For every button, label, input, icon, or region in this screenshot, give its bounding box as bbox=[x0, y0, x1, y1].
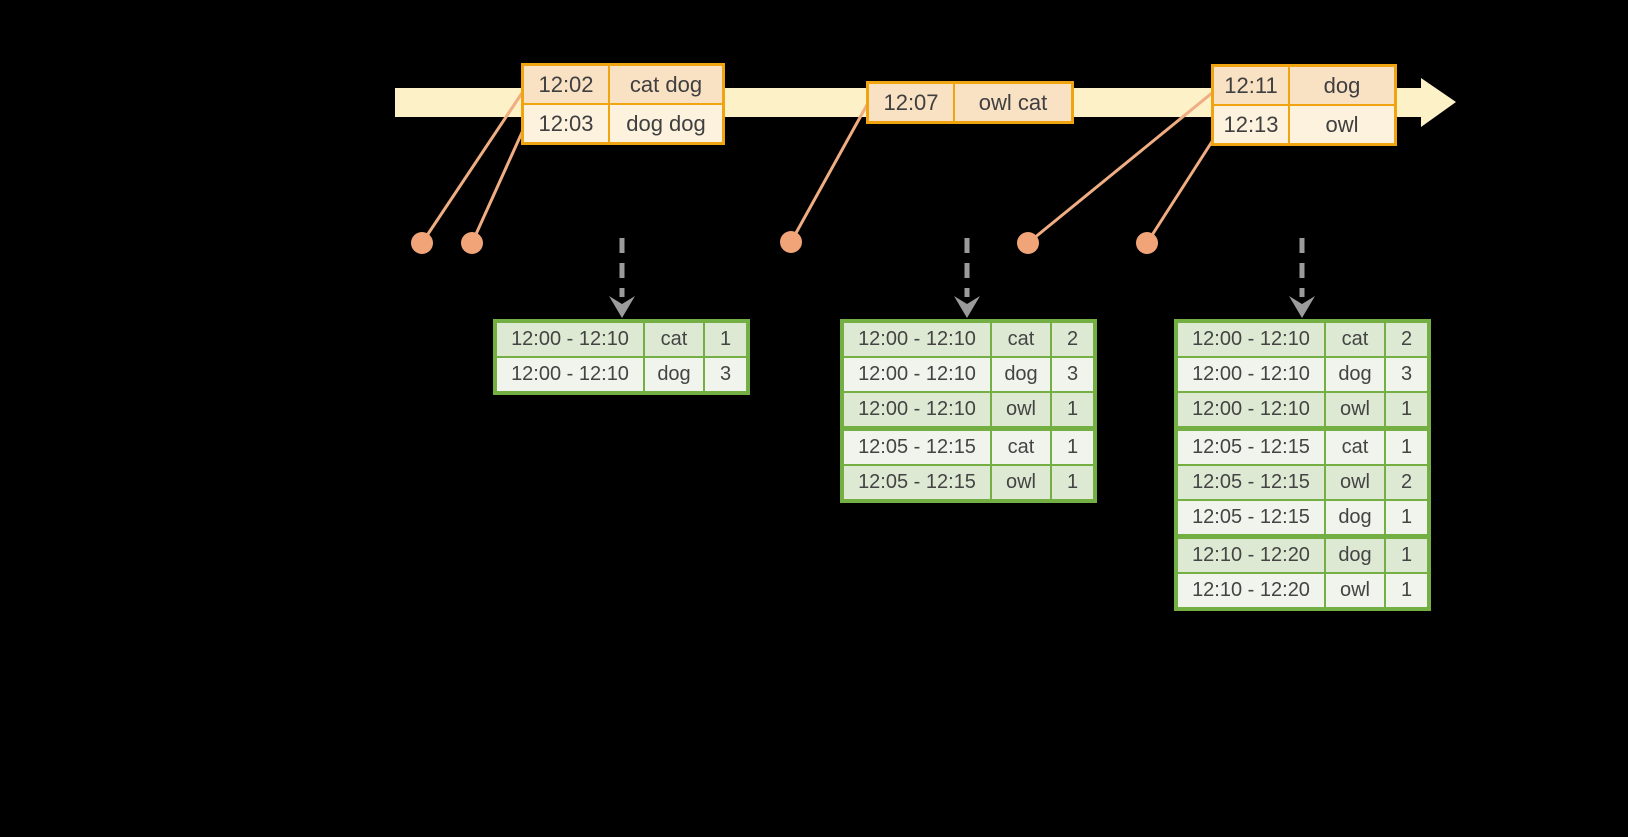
result-row: 12:00 - 12:10 dog 3 bbox=[497, 356, 746, 391]
result-table-1: 12:00 - 12:10 cat 1 12:00 - 12:10 dog 3 bbox=[493, 319, 750, 395]
result-row: 12:05 - 12:15 cat 1 bbox=[1178, 426, 1427, 464]
word-cell: dog bbox=[1324, 501, 1384, 534]
count-cell: 3 bbox=[1384, 358, 1427, 391]
event-connector-line bbox=[1145, 139, 1215, 244]
window-cell: 12:10 - 12:20 bbox=[1178, 574, 1324, 607]
event-connector-line bbox=[420, 89, 526, 244]
count-cell: 1 bbox=[1384, 501, 1427, 534]
event-time-cell: 12:13 bbox=[1214, 106, 1288, 143]
event-row: 12:03 dog dog bbox=[524, 103, 722, 142]
event-table-1: 12:02 cat dog 12:03 dog dog bbox=[521, 63, 725, 145]
word-cell: owl bbox=[1324, 574, 1384, 607]
window-cell: 12:00 - 12:10 bbox=[497, 358, 643, 391]
event-time-cell: 12:02 bbox=[524, 66, 608, 103]
event-connector-line bbox=[789, 102, 870, 243]
result-row: 12:05 - 12:15 dog 1 bbox=[1178, 499, 1427, 534]
count-cell: 1 bbox=[1384, 574, 1427, 607]
event-dot-icon bbox=[411, 232, 433, 254]
result-row: 12:00 - 12:10 cat 1 bbox=[497, 323, 746, 356]
event-words-cell: owl bbox=[1288, 106, 1394, 143]
result-row: 12:00 - 12:10 owl 1 bbox=[1178, 391, 1427, 426]
result-row: 12:05 - 12:15 cat 1 bbox=[844, 426, 1093, 464]
window-cell: 12:05 - 12:15 bbox=[1178, 466, 1324, 499]
event-row: 12:02 cat dog bbox=[524, 66, 722, 103]
word-cell: cat bbox=[990, 323, 1050, 356]
count-cell: 1 bbox=[1384, 431, 1427, 464]
event-words-cell: owl cat bbox=[953, 84, 1071, 121]
timeline-arrowhead-icon bbox=[1421, 78, 1456, 127]
count-cell: 3 bbox=[1050, 358, 1093, 391]
word-cell: dog bbox=[1324, 539, 1384, 572]
event-dot-icon bbox=[780, 231, 802, 253]
result-row: 12:05 - 12:15 owl 2 bbox=[1178, 464, 1427, 499]
word-cell: cat bbox=[1324, 323, 1384, 356]
count-cell: 2 bbox=[1384, 466, 1427, 499]
event-table-3: 12:11 dog 12:13 owl bbox=[1211, 64, 1397, 146]
event-words-cell: dog dog bbox=[608, 105, 722, 142]
event-table-2: 12:07 owl cat bbox=[866, 81, 1074, 124]
result-row: 12:00 - 12:10 cat 2 bbox=[1178, 323, 1427, 356]
event-time-cell: 12:11 bbox=[1214, 67, 1288, 104]
window-cell: 12:00 - 12:10 bbox=[844, 323, 990, 356]
count-cell: 1 bbox=[1384, 393, 1427, 426]
event-row: 12:07 owl cat bbox=[869, 84, 1071, 121]
window-cell: 12:00 - 12:10 bbox=[1178, 323, 1324, 356]
result-row: 12:10 - 12:20 dog 1 bbox=[1178, 534, 1427, 572]
event-connector-line bbox=[1027, 91, 1213, 245]
trigger-arrow-icon bbox=[609, 238, 635, 318]
event-row: 12:11 dog bbox=[1214, 67, 1394, 104]
result-row: 12:10 - 12:20 owl 1 bbox=[1178, 572, 1427, 607]
word-cell: cat bbox=[643, 323, 703, 356]
event-connector-line bbox=[470, 127, 526, 244]
count-cell: 1 bbox=[1050, 466, 1093, 499]
window-cell: 12:05 - 12:15 bbox=[844, 431, 990, 464]
count-cell: 1 bbox=[1384, 539, 1427, 572]
event-time-cell: 12:07 bbox=[869, 84, 953, 121]
window-cell: 12:10 - 12:20 bbox=[1178, 539, 1324, 572]
event-dot-icon bbox=[1136, 232, 1158, 254]
result-table-2: 12:00 - 12:10 cat 2 12:00 - 12:10 dog 3 … bbox=[840, 319, 1097, 503]
window-cell: 12:05 - 12:15 bbox=[1178, 501, 1324, 534]
word-cell: dog bbox=[1324, 358, 1384, 391]
word-cell: owl bbox=[1324, 466, 1384, 499]
event-row: 12:13 owl bbox=[1214, 104, 1394, 143]
word-cell: owl bbox=[990, 393, 1050, 426]
event-dot-icon bbox=[1017, 232, 1039, 254]
count-cell: 3 bbox=[703, 358, 746, 391]
count-cell: 1 bbox=[1050, 431, 1093, 464]
window-cell: 12:00 - 12:10 bbox=[844, 358, 990, 391]
window-cell: 12:05 - 12:15 bbox=[1178, 431, 1324, 464]
result-row: 12:00 - 12:10 cat 2 bbox=[844, 323, 1093, 356]
word-cell: owl bbox=[990, 466, 1050, 499]
event-dot-icon bbox=[461, 232, 483, 254]
window-cell: 12:00 - 12:10 bbox=[844, 393, 990, 426]
count-cell: 2 bbox=[1384, 323, 1427, 356]
trigger-arrow-icon bbox=[1289, 238, 1315, 318]
trigger-arrow-icon bbox=[954, 238, 980, 318]
window-cell: 12:00 - 12:10 bbox=[1178, 393, 1324, 426]
event-time-cell: 12:03 bbox=[524, 105, 608, 142]
result-row: 12:05 - 12:15 owl 1 bbox=[844, 464, 1093, 499]
result-row: 12:00 - 12:10 dog 3 bbox=[1178, 356, 1427, 391]
result-table-3: 12:00 - 12:10 cat 2 12:00 - 12:10 dog 3 … bbox=[1174, 319, 1431, 611]
word-cell: dog bbox=[990, 358, 1050, 391]
result-row: 12:00 - 12:10 owl 1 bbox=[844, 391, 1093, 426]
window-cell: 12:05 - 12:15 bbox=[844, 466, 990, 499]
word-cell: cat bbox=[990, 431, 1050, 464]
result-row: 12:00 - 12:10 dog 3 bbox=[844, 356, 1093, 391]
word-cell: owl bbox=[1324, 393, 1384, 426]
window-cell: 12:00 - 12:10 bbox=[497, 323, 643, 356]
count-cell: 1 bbox=[703, 323, 746, 356]
event-words-cell: cat dog bbox=[608, 66, 722, 103]
event-words-cell: dog bbox=[1288, 67, 1394, 104]
word-cell: cat bbox=[1324, 431, 1384, 464]
count-cell: 1 bbox=[1050, 393, 1093, 426]
window-cell: 12:00 - 12:10 bbox=[1178, 358, 1324, 391]
word-cell: dog bbox=[643, 358, 703, 391]
count-cell: 2 bbox=[1050, 323, 1093, 356]
